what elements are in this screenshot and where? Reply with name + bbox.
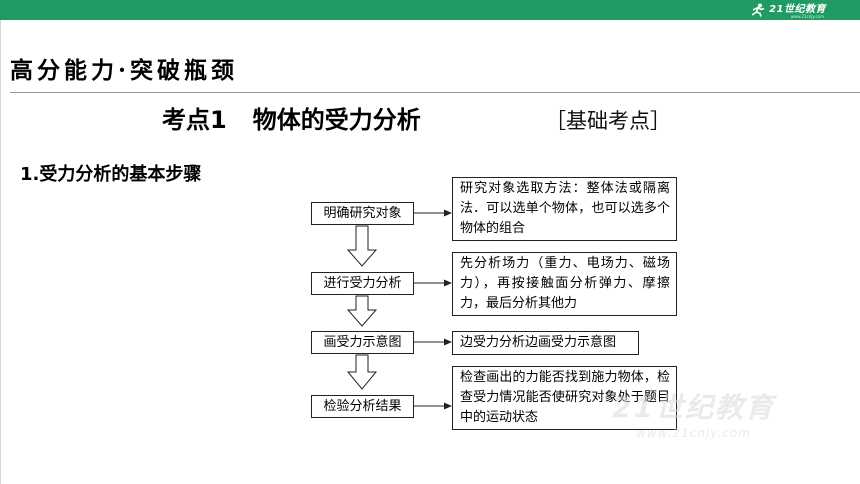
topic-heading: 考点1 物体的受力分析 [160, 104, 421, 136]
top-brand-bar [0, 0, 860, 20]
brand-logo: 21世纪教育 [750, 2, 826, 18]
flow-step-verify-result: 检验分析结果 [311, 395, 414, 418]
flow-note-draw-while-analyzing: 边受力分析边画受力示意图 [452, 331, 639, 355]
topic-label: 考点1 [162, 106, 227, 134]
watermark-logo: 21世纪教育 [612, 391, 775, 424]
watermark-url: www.21cnjy.com [636, 426, 751, 440]
subheading: 1.受力分析的基本步骤 [20, 164, 202, 185]
flow-step-identify-object: 明确研究对象 [311, 202, 414, 225]
flow-step-force-analysis: 进行受力分析 [311, 272, 414, 295]
down-arrow-icon [346, 225, 378, 267]
down-arrow-icon [346, 295, 378, 327]
down-arrow-icon [346, 354, 378, 390]
flow-note-force-order: 先分析场力（重力、电场力、磁场力），再按接触面分析弹力、摩擦力，最后分析其他力 [452, 252, 677, 316]
flow-note-verification: 检查画出的力能否找到施力物体，检查受力情况能否使研究对象处于题目中的运动状态 [452, 366, 677, 430]
brand-url: www.21cnjy.com [790, 14, 824, 19]
right-arrow-icon [414, 209, 452, 217]
flow-note-object-selection: 研究对象选取方法：整体法或隔离法．可以选单个物体，也可以选多个物体的组合 [452, 177, 677, 241]
right-arrow-icon [414, 402, 452, 410]
left-border [0, 20, 1, 484]
brand-name: 21世纪教育 [769, 4, 826, 15]
section-divider [10, 92, 860, 93]
section-title: 高分能力·突破瓶颈 [10, 57, 239, 84]
flow-step-draw-diagram: 画受力示意图 [311, 331, 414, 354]
topic-tag: ［基础考点］ [545, 109, 671, 133]
right-arrow-icon [414, 279, 452, 287]
right-arrow-icon [414, 338, 452, 346]
topic-title: 物体的受力分析 [252, 106, 421, 134]
runner-logo-icon [751, 3, 765, 17]
